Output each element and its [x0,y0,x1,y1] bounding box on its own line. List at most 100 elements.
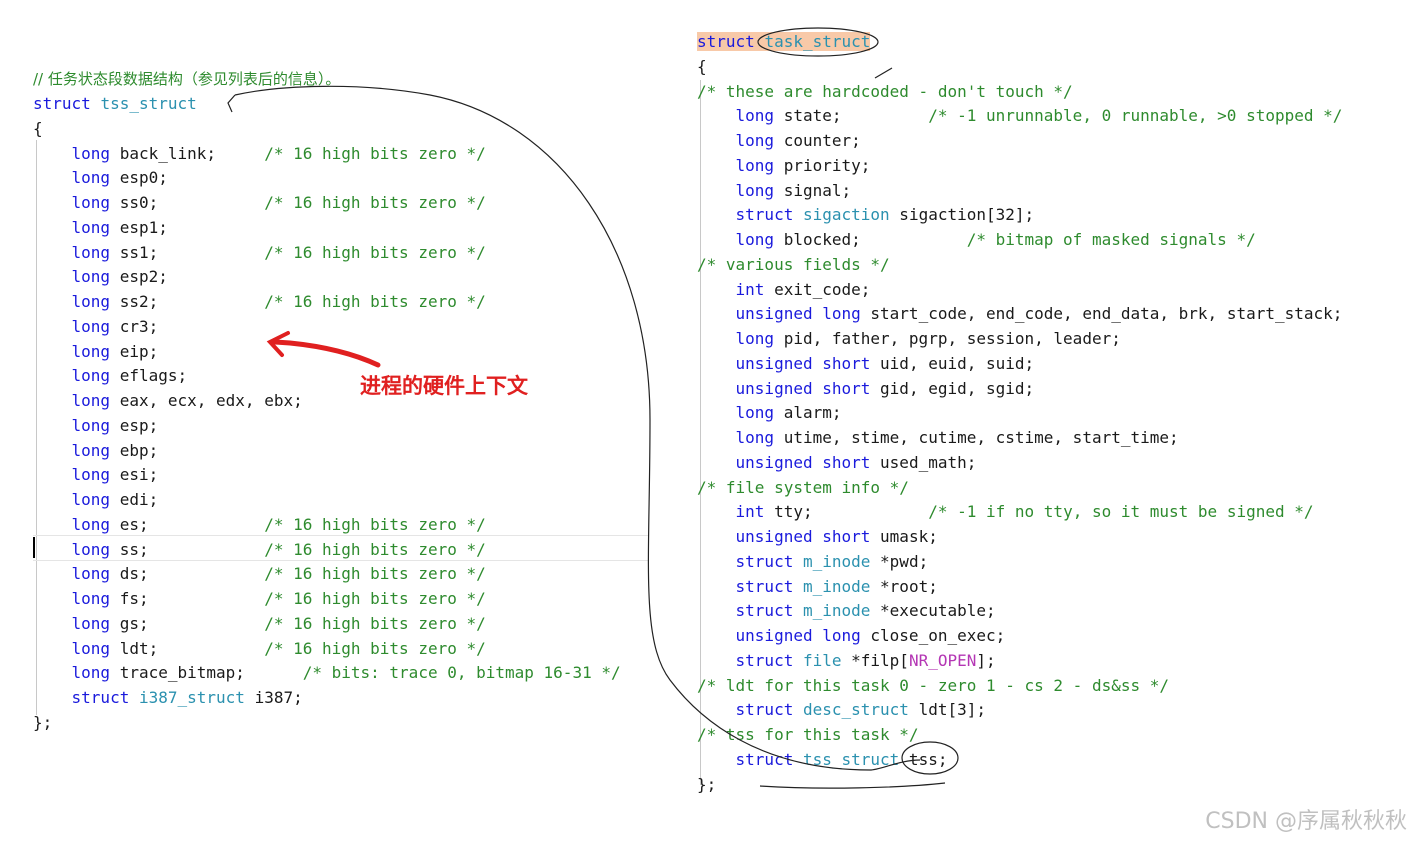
code-line: unsigned short umask; [697,525,938,550]
keyword-token: short [822,452,871,472]
code-token [33,416,72,435]
comment-token: /* tss for this task */ [697,725,919,744]
keyword-token: long [71,391,111,410]
code-line: long eip; [33,340,159,365]
code-token: eip; [110,341,159,361]
code-token: eflags; [110,366,188,386]
keyword-token: long [71,168,111,188]
keyword-token: struct [735,576,794,596]
comment-token: /* ldt for this task 0 - zero 1 - cs 2 -… [697,675,1170,695]
keyword-token: long [71,316,111,336]
code-token: uid, euid, suid; [870,353,1035,373]
type-token: m_inode [802,576,871,596]
task-struct-code-panel: struct task_struct{/* these are hardcode… [672,18,1411,808]
code-line: /* these are hardcoded - don't touch */ [697,80,1073,105]
keyword-token: long [71,465,111,485]
code-token [697,230,736,249]
code-token: trace_bitmap; [110,663,303,683]
keyword-token: struct [697,32,755,51]
text-caret[interactable] [33,537,35,558]
type-token: i387_struct [138,688,245,707]
keyword-token: long [735,403,775,423]
keyword-token: long [71,589,111,608]
keyword-token: long [71,564,111,584]
code-token [697,379,736,398]
code-token [33,243,72,262]
code-token [91,94,101,113]
code-token: esp; [110,415,159,435]
code-line: long esi; [33,463,159,488]
code-token: { [33,118,43,138]
keyword-token: unsigned [735,626,813,645]
code-token: gs; [110,613,265,633]
code-token [697,428,736,447]
keyword-token: long [71,490,111,509]
code-token [697,651,736,670]
code-token: exit_code; [764,279,871,299]
code-token: priority; [774,155,871,175]
indent-guide [36,140,37,715]
csdn-watermark: CSDN @序属秋秋秋 [1205,809,1407,834]
keyword-token: long [822,304,861,324]
keyword-token: long [735,155,775,175]
code-line: int tty; /* -1 if no tty, so it must be … [697,500,1314,525]
code-line: }; [33,711,52,736]
code-line: unsigned short uid, euid, suid; [697,352,1035,377]
code-token [33,292,72,311]
keyword-token: int [735,502,765,522]
comment-token: /* 16 high bits zero */ [264,613,486,633]
code-token [754,32,765,51]
code-line: long utime, stime, cutime, cstime, start… [697,426,1179,451]
code-token [697,131,736,150]
code-line: long signal; [697,179,852,204]
code-token: ss2; [110,292,265,311]
keyword-token: struct [735,650,794,670]
keyword-token: struct [735,205,794,225]
code-token: tss; [899,749,948,769]
code-token [33,688,72,707]
code-token [33,564,72,583]
code-token: sigaction[32]; [889,205,1035,225]
code-token [697,552,736,571]
comment-token: /* 16 high bits zero */ [264,292,486,311]
code-line: /* ldt for this task 0 - zero 1 - cs 2 -… [697,674,1169,699]
code-token: tty; [764,502,929,522]
code-token [697,601,736,620]
code-token [33,193,72,212]
code-token: utime, stime, cutime, cstime, start_time… [774,428,1179,447]
keyword-token: struct [735,551,794,571]
code-token [813,527,823,546]
type-token: desc_struct [802,700,909,720]
code-line: struct desc_struct ldt[3]; [697,698,986,723]
comment-token: /* file system info */ [697,477,909,497]
code-line: long ldt; /* 16 high bits zero */ [33,637,486,662]
code-token: *root; [870,576,938,596]
code-token [33,168,72,187]
code-token [697,304,736,323]
keyword-token: long [71,217,111,237]
code-token: ]; [976,650,996,670]
code-token: umask; [870,527,938,546]
code-token [33,614,72,633]
code-token: ds; [110,564,265,584]
code-token: *pwd; [870,551,929,571]
keyword-token: short [822,527,871,546]
code-token: cr3; [110,316,159,336]
keyword-token: long [71,539,111,559]
tss-struct-code-panel: // 任务状态段数据结构（参见列表后的信息）。 struct tss_struc… [0,0,650,843]
code-token: ss0; [110,193,265,212]
code-token: ss1; [110,242,265,262]
comment-token: /* 16 high bits zero */ [264,589,486,608]
code-line: struct m_inode *executable; [697,599,996,624]
code-token [33,144,72,163]
type-token: sigaction [802,205,890,225]
code-token: pid, father, pgrp, session, leader; [774,329,1121,348]
code-line: struct tss_struct [33,92,197,117]
code-token [697,502,736,521]
code-token: fs; [110,589,265,608]
hardware-context-annotation: 进程的硬件上下文 [360,373,528,398]
code-line: long esp2; [33,265,168,290]
comment-token: /* 16 high bits zero */ [264,242,486,262]
code-token [33,589,72,608]
code-line: unsigned long close_on_exec; [697,624,1006,649]
